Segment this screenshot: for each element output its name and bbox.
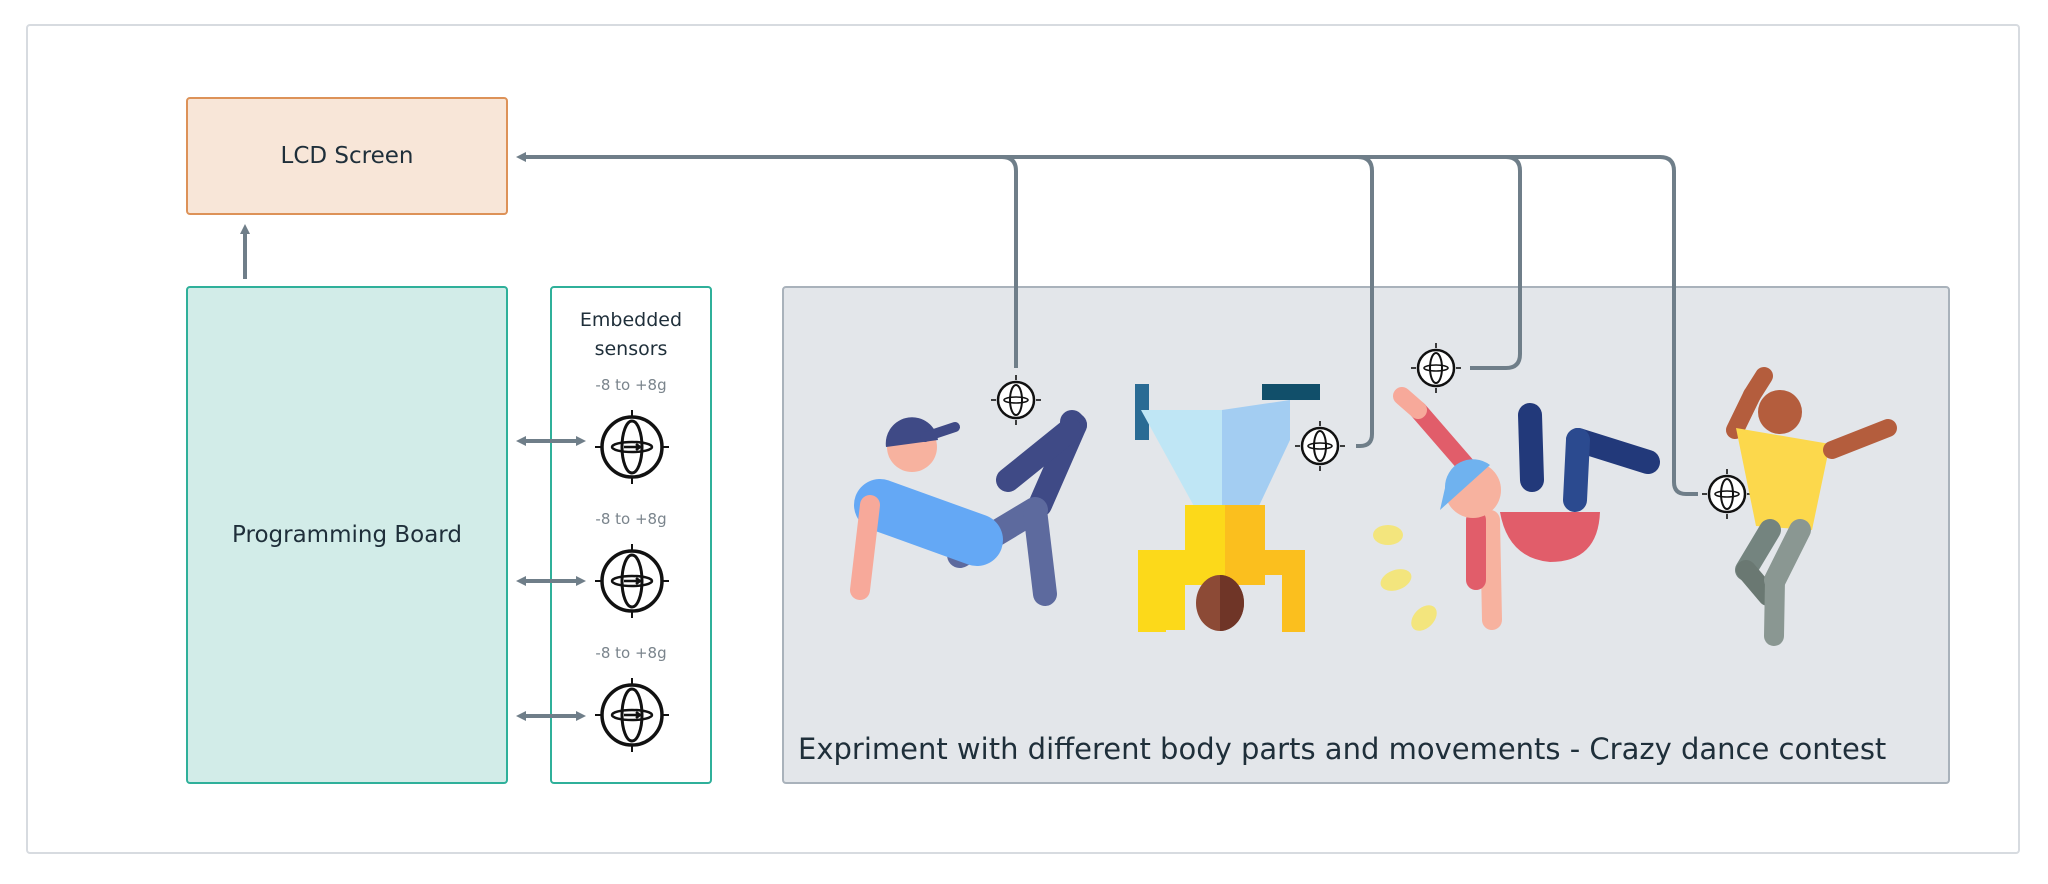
gyroscope-icon bbox=[595, 410, 669, 484]
lcd-screen-box: LCD Screen bbox=[186, 97, 508, 215]
handstand-dancer-icon bbox=[1135, 384, 1320, 632]
lcd-screen-label: LCD Screen bbox=[280, 143, 414, 169]
programming-board-label: Programming Board bbox=[232, 522, 462, 548]
sensor-range-3: -8 to +8g bbox=[595, 644, 667, 662]
dancer-2-sensor-icon bbox=[1293, 419, 1347, 473]
breakdancer-cap-icon bbox=[850, 410, 1087, 606]
diagram-frame bbox=[26, 24, 2020, 854]
dancer-1-sensor-icon bbox=[989, 373, 1043, 427]
programming-board-box: Programming Board bbox=[186, 286, 508, 784]
contest-caption: Expriment with different body parts and … bbox=[798, 732, 1887, 766]
dancer-3-sensor-icon bbox=[1409, 341, 1463, 395]
gyroscope-icon bbox=[595, 544, 669, 618]
sensor-range-2: -8 to +8g bbox=[595, 510, 667, 528]
sensor-bus-lines bbox=[516, 152, 1698, 496]
freeze-dancer-icon bbox=[1373, 387, 1660, 631]
jumping-dancer-icon bbox=[1726, 367, 1897, 646]
embedded-sensors-title: Embedded sensors bbox=[579, 309, 683, 360]
embedded-sensors-box: Embedded sensors -8 to +8g -8 to +8g -8 … bbox=[550, 286, 712, 784]
dancer-4-sensor-icon bbox=[1700, 467, 1754, 521]
sensor-range-1: -8 to +8g bbox=[595, 376, 667, 394]
gyroscope-icon bbox=[595, 678, 669, 752]
